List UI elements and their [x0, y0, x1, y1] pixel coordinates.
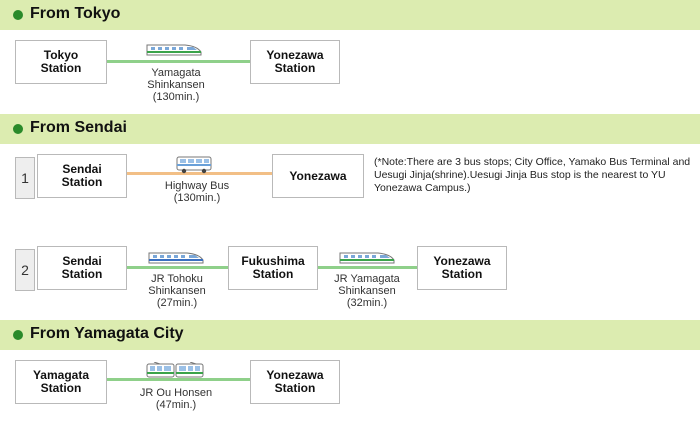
transfer-station-box: Fukushima Station — [228, 246, 318, 290]
section-title: From Yamagata City — [30, 325, 184, 342]
station-label: Yonezawa Station — [433, 254, 491, 281]
destination-station-box: Yonezawa Station — [250, 40, 340, 84]
origin-station-box: Sendai Station — [37, 154, 127, 198]
shinkansen-train-icon — [146, 44, 202, 56]
route-time: (27min.) — [156, 297, 198, 309]
destination-station-box: Yonezawa Station — [417, 246, 507, 290]
bus-route-line — [127, 172, 272, 175]
station-label: Sendai Station — [61, 162, 103, 189]
route-time: (130min.) — [152, 91, 200, 103]
option-number-label: 1 — [21, 170, 29, 186]
route-time: (47min.) — [155, 399, 197, 411]
route-label: Highway Bus(130min.) — [147, 180, 247, 204]
origin-station-box: Tokyo Station — [15, 40, 107, 84]
train-route-line — [107, 60, 250, 63]
option-number-1: 1 — [15, 157, 35, 199]
route-time: (130min.) — [173, 192, 221, 204]
station-label: Yonezawa Station — [266, 48, 324, 75]
route-label: JR Tohoku Shinkansen(27min.) — [127, 273, 227, 309]
local-train-icon — [146, 362, 204, 378]
station-label: Fukushima Station — [241, 254, 305, 281]
route-time: (32min.) — [346, 297, 388, 309]
route-label: JR Yamagata Shinkansen(32min.) — [317, 273, 417, 309]
section-header-tokyo: From Tokyo — [0, 0, 700, 30]
shinkansen-train-icon — [148, 252, 204, 264]
bus-icon — [176, 156, 212, 174]
destination-box: Yonezawa — [272, 154, 364, 198]
route-name: JR Ou Honsen — [139, 387, 213, 399]
destination-station-box: Yonezawa Station — [250, 360, 340, 404]
bus-stop-note: (*Note:There are 3 bus stops; City Offic… — [374, 156, 691, 194]
section-title: From Sendai — [30, 119, 127, 136]
route-name: Highway Bus — [164, 180, 230, 192]
shinkansen-train-icon — [339, 252, 395, 264]
route-name: Yamagata Shinkansen — [147, 67, 205, 91]
station-label: Yamagata Station — [32, 368, 90, 395]
route-label: Yamagata Shinkansen(130min.) — [126, 67, 226, 103]
bullet-dot-icon — [13, 10, 23, 20]
route-label: JR Ou Honsen(47min.) — [126, 387, 226, 411]
option-number-label: 2 — [21, 262, 29, 278]
option-number-2: 2 — [15, 249, 35, 291]
section-title: From Tokyo — [30, 5, 121, 22]
train-route-line — [318, 266, 417, 269]
bullet-dot-icon — [13, 124, 23, 134]
station-label: Sendai Station — [61, 254, 103, 281]
bullet-dot-icon — [13, 330, 23, 340]
section-header-yamagata: From Yamagata City — [0, 320, 700, 350]
section-header-sendai: From Sendai — [0, 114, 700, 144]
station-label: Yonezawa — [289, 168, 347, 183]
train-route-line — [127, 266, 228, 269]
route-name: JR Yamagata Shinkansen — [334, 273, 400, 297]
station-label: Tokyo Station — [40, 48, 82, 75]
station-label: Yonezawa Station — [266, 368, 324, 395]
train-route-line — [107, 378, 250, 381]
route-name: JR Tohoku Shinkansen — [148, 273, 206, 297]
origin-station-box: Yamagata Station — [15, 360, 107, 404]
origin-station-box: Sendai Station — [37, 246, 127, 290]
